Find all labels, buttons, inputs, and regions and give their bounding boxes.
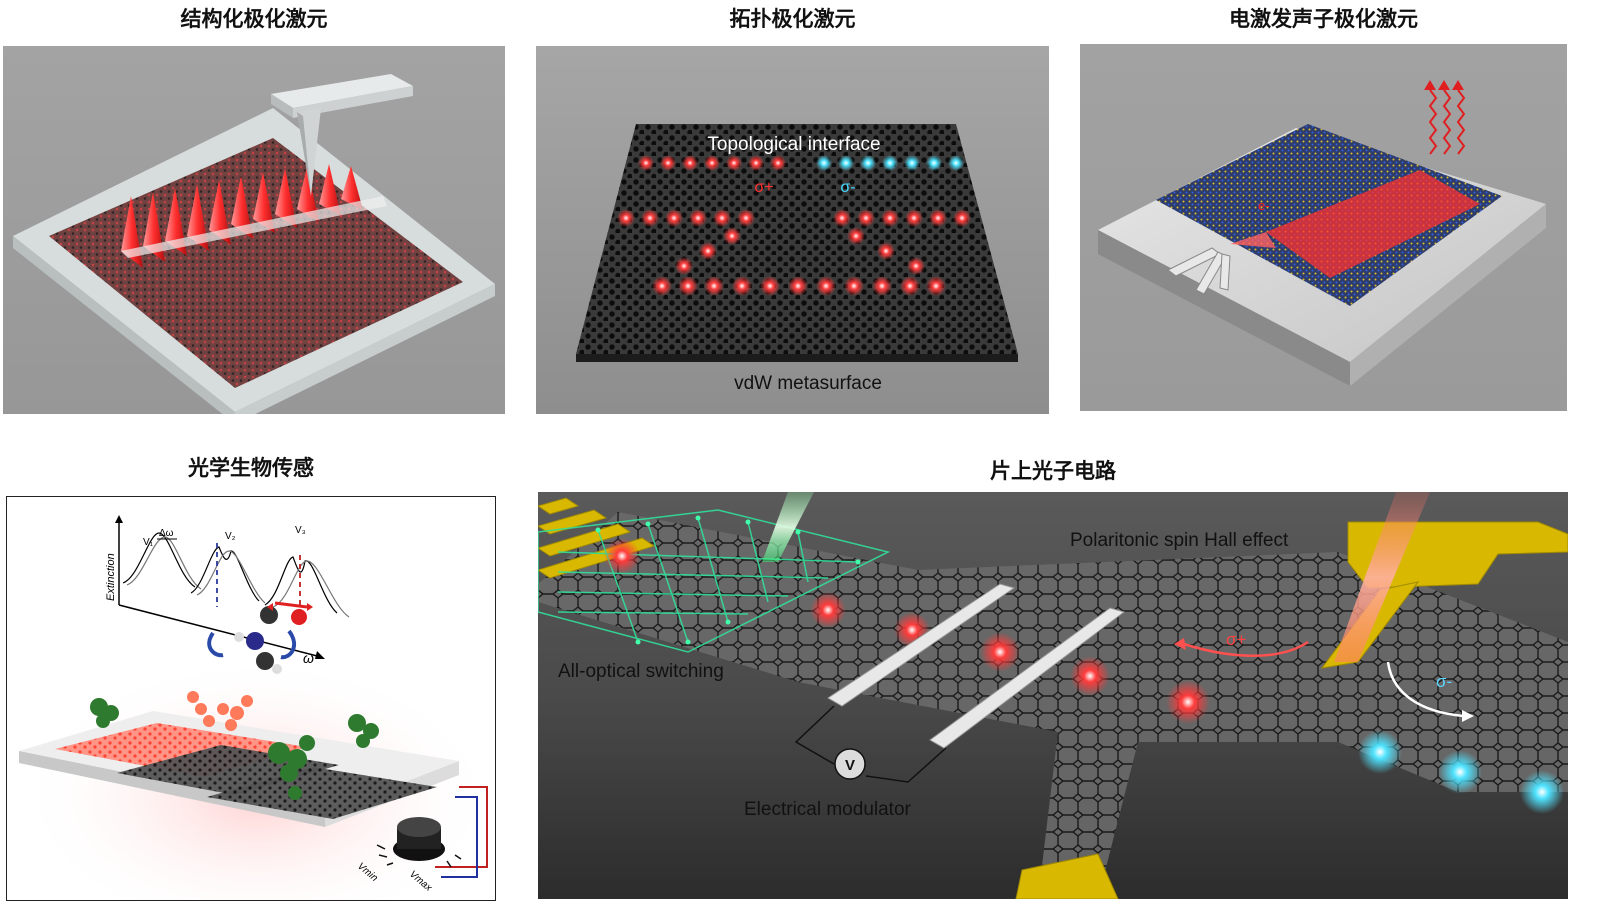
electrode-fan bbox=[1167, 247, 1231, 295]
panel-circuit: V σ+ σ- Polaritonic spin Hall effect All… bbox=[538, 492, 1568, 899]
label-vdw-metasurface: vdW metasurface bbox=[734, 373, 882, 394]
polariton-dots-red bbox=[604, 538, 1210, 724]
edge-states-red-top bbox=[638, 155, 786, 171]
label-topological-interface: Topological interface bbox=[707, 134, 880, 155]
label-switching: All-optical switching bbox=[558, 661, 724, 682]
metasurface-slab bbox=[576, 124, 1018, 354]
graphene-waveguide bbox=[538, 512, 1568, 899]
axis-omega: ω bbox=[303, 650, 314, 666]
polariton-dots-cyan bbox=[1358, 730, 1564, 814]
spectra-plot: Extinction ω Δω V₁ V₂ V₃ bbox=[105, 515, 350, 666]
green-beam bbox=[762, 492, 814, 562]
panel-electro: e- bbox=[1080, 44, 1567, 411]
modulator-bars bbox=[827, 583, 1126, 749]
label-modulator: Electrical modulator bbox=[744, 799, 912, 820]
voltmeter-circuit bbox=[794, 705, 947, 783]
polariton-cones bbox=[121, 164, 387, 268]
label-electron: e- bbox=[1258, 198, 1270, 213]
molecule-icon bbox=[207, 601, 313, 674]
arrow-sigma-plus bbox=[1183, 640, 1309, 657]
label-sigma-minus-circuit: σ- bbox=[1436, 672, 1452, 691]
title-structural: 结构化极化激元 bbox=[180, 7, 328, 31]
axis-extinction: Extinction bbox=[105, 553, 117, 601]
panel-topological: Topological interface σ+ σ- vdW metasurf… bbox=[536, 46, 1049, 414]
label-spin-hall: Polaritonic spin Hall effect bbox=[1070, 530, 1289, 551]
title-biosensing: 光学生物传感 bbox=[188, 456, 314, 480]
panel-structural bbox=[3, 46, 505, 414]
panel-biosensing: Extinction ω Δω V₁ V₂ V₃ bbox=[6, 496, 496, 901]
title-circuit: 片上光子电路 bbox=[990, 459, 1116, 483]
label-sigma-minus: σ- bbox=[840, 179, 855, 196]
emission-arrows bbox=[1428, 89, 1466, 155]
label-voltmeter: V bbox=[845, 757, 855, 774]
edge-states-red-pattern bbox=[617, 209, 971, 296]
afm-tip bbox=[271, 74, 413, 196]
label-v1: V₁ bbox=[143, 537, 154, 548]
title-topological: 拓扑极化激元 bbox=[729, 7, 856, 31]
arrow-sigma-minus bbox=[1386, 661, 1465, 718]
substrate-front bbox=[13, 236, 235, 414]
edge-states-cyan-top bbox=[816, 155, 964, 171]
label-sigma-plus: σ+ bbox=[754, 179, 773, 196]
biosensor-device: Vmin Vmax bbox=[19, 691, 488, 894]
red-beam bbox=[1334, 492, 1430, 662]
label-v3: V₃ bbox=[295, 525, 306, 536]
label-delta-omega: Δω bbox=[159, 528, 174, 539]
label-v2: V₂ bbox=[225, 531, 236, 542]
polariton-region-red bbox=[1266, 170, 1480, 278]
title-electro: 电激发声子极化激元 bbox=[1229, 7, 1418, 31]
label-sigma-plus-circuit: σ+ bbox=[1226, 630, 1246, 649]
